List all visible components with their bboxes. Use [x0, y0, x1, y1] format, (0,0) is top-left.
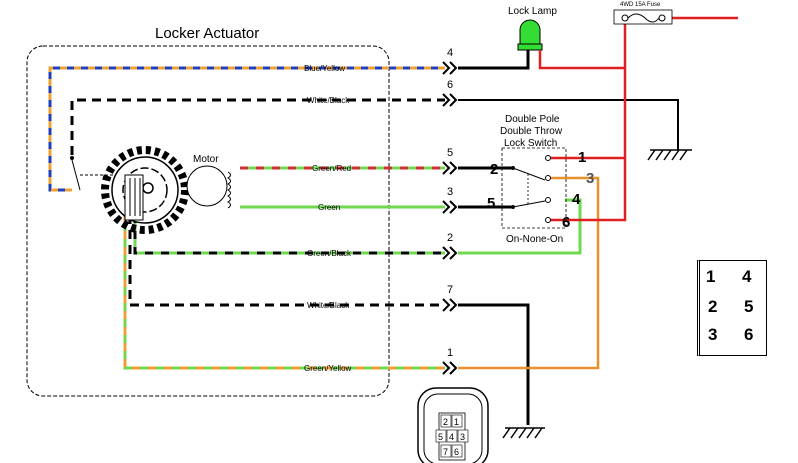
pin-number-1: 1: [447, 347, 453, 359]
pin-key-6: 6: [744, 325, 754, 344]
wire-blue-yellow: [48, 66, 445, 192]
switch-terminal-4: 4: [572, 191, 581, 208]
switch-line-3: Lock Switch: [504, 138, 557, 149]
wire-white-black-upper: [70, 98, 445, 155]
ground-symbol-top: [647, 149, 692, 161]
wire-label-green-red: Green/Red: [312, 164, 351, 173]
switch-terminal-1: 1: [578, 149, 586, 166]
connector-pin-7: 7: [443, 447, 448, 457]
switch-terminal-2: 2: [490, 161, 498, 178]
switch-terminal-6: 6: [562, 214, 570, 231]
wire-label-blue-yellow: Blue/Yellow: [304, 64, 345, 73]
harness-wire-4: [458, 50, 530, 70]
harness-wire-2: [458, 198, 582, 255]
wire-label-white-black-lower: White/Black: [307, 301, 350, 310]
wire-white-black-lower: [128, 215, 445, 307]
wire-label-green: Green: [318, 203, 340, 212]
pin-number-7: 7: [447, 284, 453, 296]
pin-number-6: 6: [447, 79, 453, 91]
pin-key-2: 2: [708, 297, 718, 316]
pin-key-3: 3: [708, 325, 718, 344]
switch-terminal-3: 3: [586, 170, 594, 187]
pin-key-1: 1: [706, 267, 716, 286]
switch-mode-label: On-None-On: [506, 234, 563, 245]
wire-label-green-black: Green/Black: [307, 249, 352, 258]
connector-pin-4: 4: [449, 432, 454, 442]
switch-housing: [501, 147, 567, 229]
harness-wire-6: [458, 99, 679, 150]
pin-key-5: 5: [744, 297, 754, 316]
pin-key-box: 1 4 2 5 3 6: [697, 260, 767, 356]
pin-number-4: 4: [447, 47, 453, 59]
actuator-gear: [101, 146, 189, 234]
lock-lamp: [517, 19, 543, 51]
connector-chevrons: [442, 61, 458, 375]
connector-pin-5: 5: [438, 432, 443, 442]
harness-wire-7: [458, 303, 530, 425]
actuator-enclosure: [26, 45, 390, 397]
lock-lamp-label: Lock Lamp: [508, 6, 557, 17]
power-wiring: [538, 16, 738, 222]
switch-line-2: Double Throw: [500, 126, 563, 137]
pin-number-3: 3: [447, 186, 453, 198]
fuse: [613, 9, 673, 25]
motor-label: Motor: [193, 154, 219, 165]
actuator-internal-switch: [70, 156, 120, 191]
wire-green-black: [133, 215, 445, 255]
motor: [186, 165, 231, 209]
actuator-title: Locker Actuator: [155, 25, 259, 42]
pin-number-2: 2: [447, 232, 453, 244]
switch-line-1: Double Pole: [505, 114, 560, 125]
switch-terminal-5: 5: [487, 195, 495, 212]
switch-contacts: [500, 155, 551, 223]
connector-pin-1: 1: [454, 417, 459, 427]
wire-label-white-black-upper: White/Black: [307, 96, 350, 105]
fuse-label: 4WD 15A Fuse: [620, 2, 661, 8]
pin-key-4: 4: [742, 267, 752, 286]
connector-pin-6: 6: [454, 447, 459, 457]
connector-pin-3: 3: [460, 432, 465, 442]
wire-label-green-yellow: Green/Yellow: [304, 364, 352, 373]
connector-pin-2: 2: [443, 417, 448, 427]
pin-number-5: 5: [447, 147, 453, 159]
connector-face: [417, 387, 489, 463]
ground-symbol-bottom: [502, 427, 545, 439]
wire-green-yellow: [123, 215, 445, 370]
harness-wire-1: [458, 176, 600, 370]
